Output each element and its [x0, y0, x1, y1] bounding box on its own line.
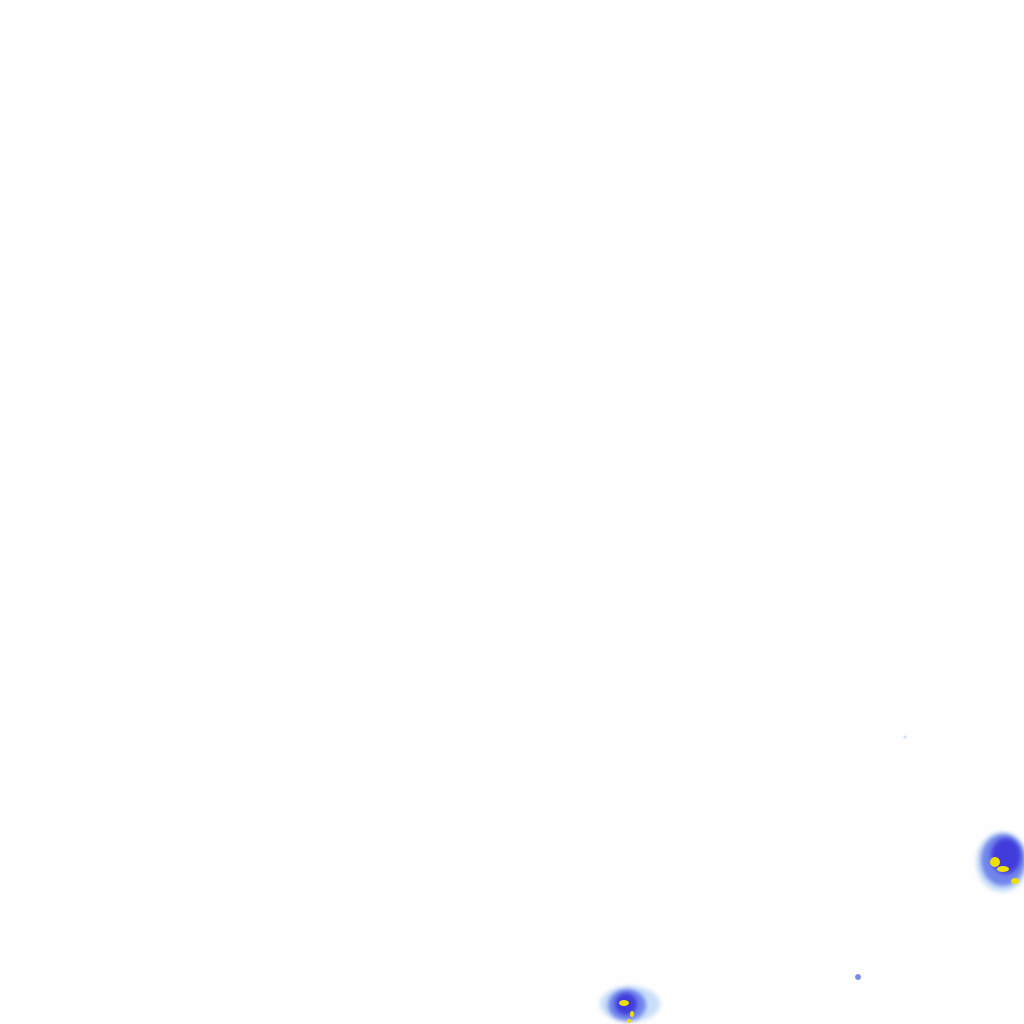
radar-echo-south	[600, 986, 660, 1023]
radar-echo-east	[976, 832, 1024, 892]
radar-speck-east	[903, 735, 907, 739]
radar-cell-intense	[627, 1019, 631, 1023]
radar-echoes	[600, 735, 1024, 1023]
radar-cell-intense	[990, 857, 1000, 867]
radar-cell-intense	[1011, 878, 1019, 884]
radar-cell-light	[903, 735, 907, 739]
radar-cell-intense	[997, 866, 1009, 872]
radar-cell-intense	[619, 1000, 629, 1006]
radar-speck-southeast	[855, 974, 861, 980]
radar-cell-intense	[630, 1011, 634, 1017]
radar-cell-medium	[855, 974, 861, 980]
